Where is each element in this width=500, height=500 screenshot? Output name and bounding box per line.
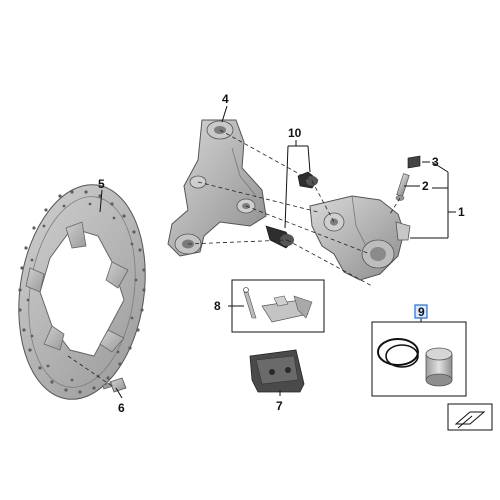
brake-pads xyxy=(249,349,305,393)
callout-6: 6 xyxy=(118,401,125,415)
guide-pin-upper xyxy=(297,171,319,189)
bleed-valve-cap xyxy=(407,155,421,169)
callout-7: 7 xyxy=(276,399,283,413)
leader-lines xyxy=(99,105,456,399)
callout-9: 9 xyxy=(418,305,425,319)
callout-1: 1 xyxy=(458,205,465,219)
brake-piston xyxy=(425,347,453,387)
brake-disc xyxy=(18,184,146,400)
assembly-lines xyxy=(67,129,401,387)
view-direction-icon xyxy=(447,403,493,431)
callout-9-highlight xyxy=(414,304,428,319)
callout-2: 2 xyxy=(422,179,429,193)
brake-caliper xyxy=(309,195,411,281)
callout-8: 8 xyxy=(214,299,221,313)
caliper-carrier xyxy=(167,119,267,257)
callout-3: 3 xyxy=(432,155,439,169)
guide-pin-lower xyxy=(265,225,294,249)
callout-5: 5 xyxy=(98,177,105,191)
disc-bolt xyxy=(102,377,127,393)
piston-seal-rings xyxy=(377,338,419,368)
callout-4: 4 xyxy=(222,92,229,106)
pad-spring-kit xyxy=(243,287,313,323)
callout-10: 10 xyxy=(288,126,302,140)
piston-kit-frame xyxy=(371,321,467,397)
bleed-valve xyxy=(395,173,410,201)
